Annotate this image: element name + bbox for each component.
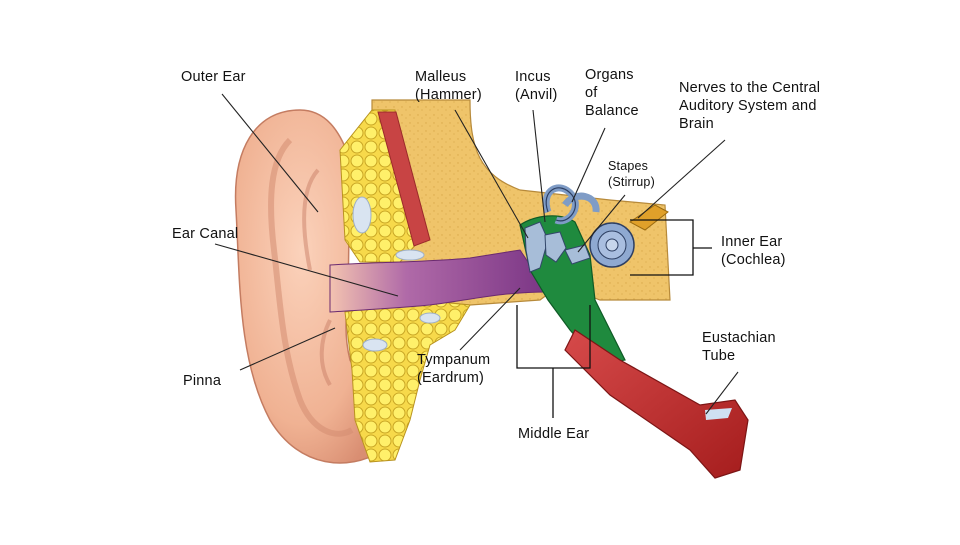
label-stapes: Stapes (Stirrup) bbox=[608, 158, 655, 190]
label-pinna: Pinna bbox=[183, 372, 221, 390]
label-inner-ear: Inner Ear (Cochlea) bbox=[721, 233, 786, 269]
label-tympanum: Tympanum (Eardrum) bbox=[417, 351, 490, 387]
label-organs-of-balance: Organs of Balance bbox=[585, 66, 639, 120]
label-malleus: Malleus (Hammer) bbox=[415, 68, 482, 104]
label-nerves: Nerves to the Central Auditory System an… bbox=[679, 79, 820, 133]
label-outer-ear: Outer Ear bbox=[181, 68, 246, 86]
label-middle-ear: Middle Ear bbox=[518, 425, 589, 443]
label-eustachian-tube: Eustachian Tube bbox=[702, 329, 776, 365]
label-incus: Incus (Anvil) bbox=[515, 68, 558, 104]
label-ear-canal: Ear Canal bbox=[172, 225, 238, 243]
